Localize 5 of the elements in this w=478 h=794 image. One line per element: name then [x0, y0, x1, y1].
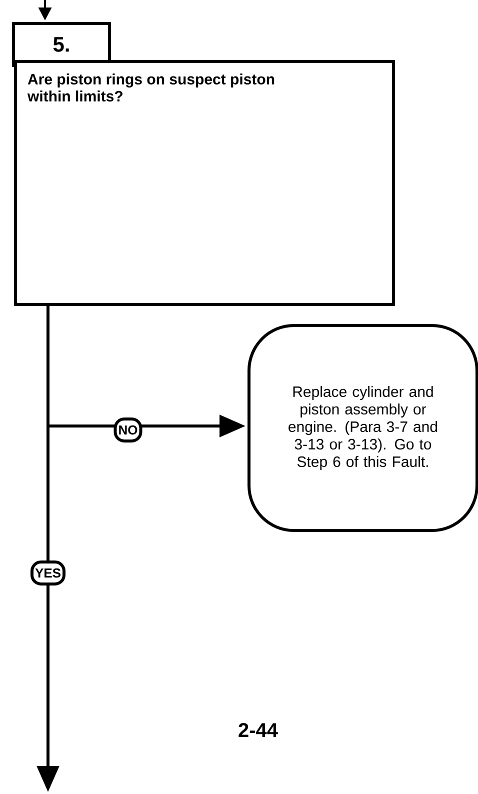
page-number: 2-44: [238, 723, 278, 737]
edge-label: YES: [30, 560, 66, 586]
question-box: Are piston rings on suspect piston within limits?: [14, 60, 395, 306]
terminal-box: Replace cylinder and piston assembly or engine. (Para 3-7 and 3-13 or 3-13). Go to Step 6 of this Fault.: [248, 324, 478, 532]
edge-label: NO: [114, 418, 142, 442]
